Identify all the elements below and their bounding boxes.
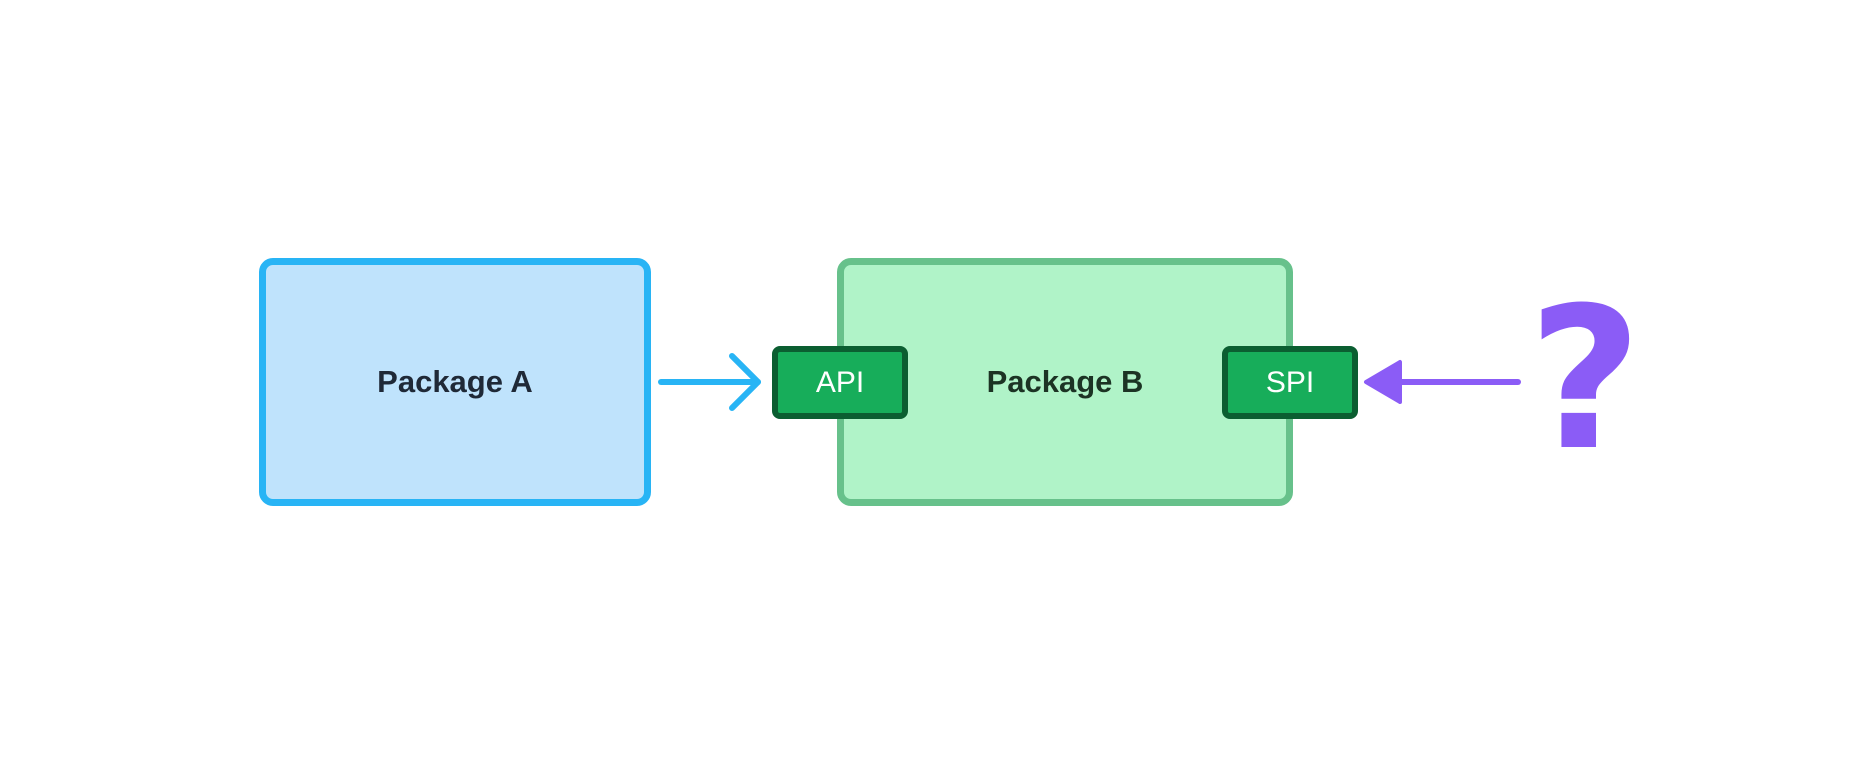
- spi-port-label: SPI: [1265, 365, 1315, 399]
- api-port: API: [772, 346, 908, 419]
- package-a-label: Package A: [377, 364, 533, 399]
- package-b-label: Package B: [986, 364, 1144, 399]
- api-arrow: [658, 353, 761, 411]
- api-port-label: API: [815, 365, 865, 399]
- spi-port: SPI: [1222, 346, 1358, 419]
- package-a-box: Package A: [259, 258, 651, 506]
- question-mark-icon: ?: [1528, 266, 1642, 494]
- package-b-box: Package B: [837, 258, 1293, 506]
- spi-arrow: [1364, 360, 1521, 404]
